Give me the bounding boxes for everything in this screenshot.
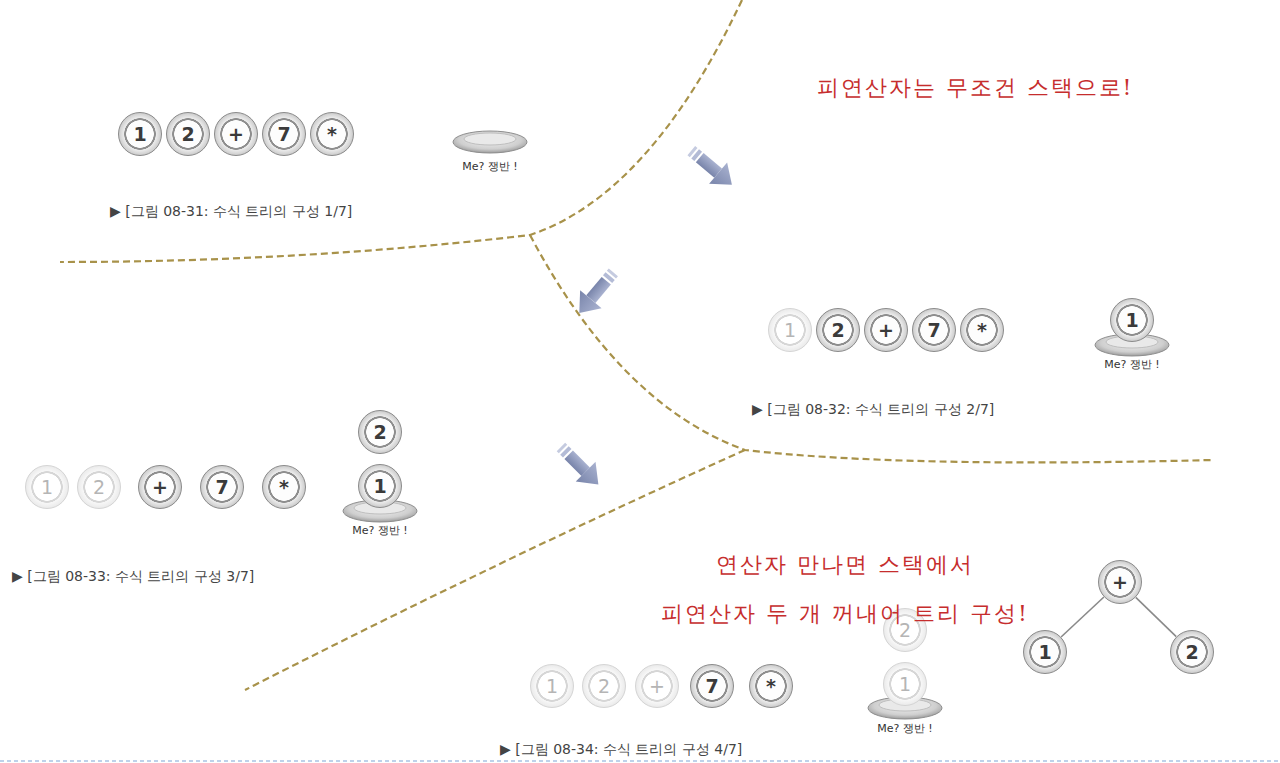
node-text: 1 bbox=[373, 477, 386, 496]
node-text: 7 bbox=[277, 125, 290, 144]
operand-circle: * bbox=[262, 465, 306, 509]
node-text: 2 bbox=[1185, 643, 1198, 662]
plate-caption: Me? 쟁반 ! bbox=[1104, 357, 1160, 372]
figure-caption: ▶ [그림 08-34: 수식 트리의 구성 4/7] bbox=[500, 741, 742, 759]
node-text: * bbox=[327, 125, 337, 144]
operand-circle: 7 bbox=[690, 664, 734, 708]
node-text: + bbox=[878, 321, 894, 340]
operand-circle: + bbox=[635, 664, 679, 708]
node-text: 1 bbox=[41, 478, 53, 497]
figure-caption: ▶ [그림 08-33: 수식 트리의 구성 3/7] bbox=[12, 568, 254, 586]
node-text: 7 bbox=[927, 321, 940, 340]
plate-caption: Me? 쟁반 ! bbox=[352, 523, 408, 538]
node-text: * bbox=[766, 677, 776, 696]
operand-circle: 2 bbox=[166, 112, 210, 156]
tree-edge bbox=[1061, 597, 1104, 637]
node-text: 2 bbox=[373, 423, 386, 442]
tree-edge bbox=[1136, 597, 1176, 636]
operand-circle: 1 bbox=[883, 662, 927, 706]
node-text: * bbox=[977, 321, 987, 340]
node-text: 1 bbox=[1125, 311, 1138, 330]
node-text: 1 bbox=[133, 125, 146, 144]
operand-circle: * bbox=[310, 112, 354, 156]
node-text: 1 bbox=[899, 675, 911, 694]
handwritten-note: 피연산자 두 개 꺼내어 트리 구성! bbox=[661, 599, 1029, 629]
operand-circle: 1 bbox=[1023, 630, 1067, 674]
operand-circle: + bbox=[138, 465, 182, 509]
bottom-rule bbox=[0, 760, 1280, 761]
node-text: + bbox=[228, 125, 244, 144]
operand-circle: 7 bbox=[912, 308, 956, 352]
node-text: + bbox=[152, 478, 168, 497]
operand-circle: 1 bbox=[25, 465, 69, 509]
operand-circle: 7 bbox=[200, 465, 244, 509]
operand-circle: + bbox=[864, 308, 908, 352]
node-text: + bbox=[649, 677, 665, 696]
figure-caption: ▶ [그림 08-31: 수식 트리의 구성 1/7] bbox=[110, 203, 352, 221]
operand-circle: 2 bbox=[358, 410, 402, 454]
handwritten-note: 연산자 만나면 스택에서 bbox=[716, 550, 974, 580]
operand-circle: 1 bbox=[768, 308, 812, 352]
operand-circle: 7 bbox=[262, 112, 306, 156]
node-text: 1 bbox=[784, 321, 796, 340]
operand-circle: 1 bbox=[1110, 298, 1154, 342]
node-text: 7 bbox=[705, 677, 718, 696]
node-text: 2 bbox=[831, 321, 844, 340]
plate-caption: Me? 쟁반 ! bbox=[462, 159, 518, 174]
operand-circle: + bbox=[214, 112, 258, 156]
operand-circle: 2 bbox=[77, 465, 121, 509]
operand-circle: 2 bbox=[1170, 630, 1214, 674]
node-text: 2 bbox=[93, 478, 105, 497]
step-arrow bbox=[551, 437, 608, 494]
operand-circle: 1 bbox=[358, 464, 402, 508]
node-text: * bbox=[279, 478, 289, 497]
step-arrow bbox=[569, 263, 625, 322]
node-text: 2 bbox=[598, 677, 610, 696]
plate-caption: Me? 쟁반 ! bbox=[877, 721, 933, 736]
operand-circle: 1 bbox=[530, 664, 574, 708]
operand-circle: 2 bbox=[816, 308, 860, 352]
figure-caption: ▶ [그림 08-32: 수식 트리의 구성 2/7] bbox=[752, 401, 994, 419]
node-text: 2 bbox=[181, 125, 194, 144]
operand-circle: * bbox=[749, 664, 793, 708]
node-text: 7 bbox=[215, 478, 228, 497]
handwritten-note: 피연산자는 무조건 스택으로! bbox=[817, 73, 1134, 103]
divider-curve bbox=[60, 0, 1212, 690]
node-text: 1 bbox=[1038, 643, 1051, 662]
step-arrow bbox=[682, 140, 741, 196]
operand-circle: 2 bbox=[582, 664, 626, 708]
plate bbox=[453, 131, 527, 153]
operand-circle: * bbox=[960, 308, 1004, 352]
node-text: + bbox=[1112, 573, 1128, 592]
node-text: 1 bbox=[546, 677, 558, 696]
operand-circle: 1 bbox=[118, 112, 162, 156]
operand-circle: + bbox=[1098, 560, 1142, 604]
